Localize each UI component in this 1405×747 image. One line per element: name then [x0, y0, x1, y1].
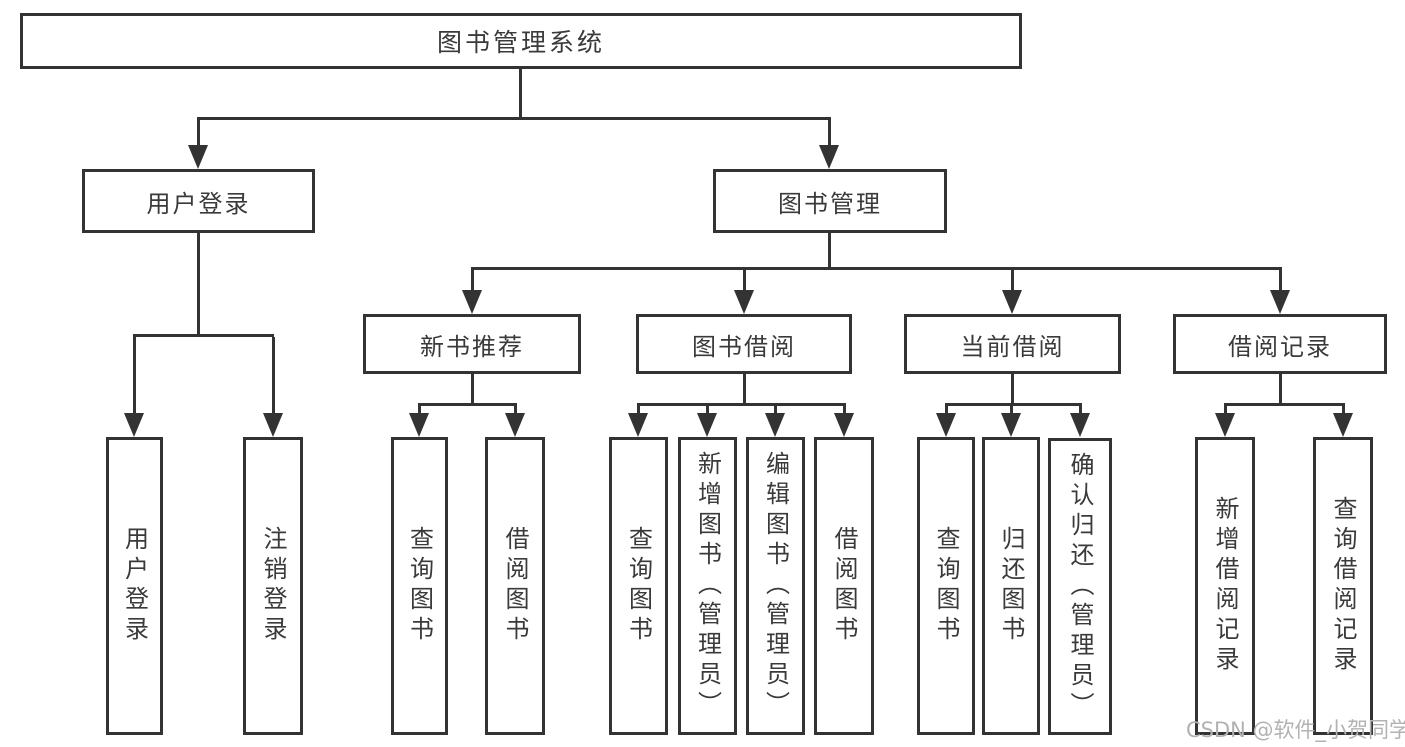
connector-book-management-drop [828, 120, 831, 148]
arrow-down-icon [834, 413, 854, 437]
node-library-system: 图书管理系统 [20, 13, 1022, 69]
node-book-borrowing-label: 图书借阅 [692, 332, 796, 361]
leaf-query-books-current-label: 查询图书 [932, 526, 960, 646]
node-current-borrowing: 当前借阅 [904, 314, 1121, 374]
connector-book-management-stem [828, 233, 831, 270]
leaf-query-books-recommend-label: 查询图书 [405, 526, 434, 646]
leaf-query-books-current: 查询图书 [917, 437, 975, 735]
connector-leaf-drop [637, 406, 640, 415]
connector-user-login-stem [197, 233, 200, 337]
arrow-down-icon [124, 413, 144, 437]
node-book-management-label: 图书管理 [778, 189, 882, 218]
connector-leaf-drop [1279, 270, 1282, 292]
connector-level3-rail [471, 267, 1282, 270]
arrow-down-icon [1333, 413, 1353, 437]
leaf-query-books-recommend: 查询图书 [391, 437, 448, 735]
arrow-down-icon [819, 145, 839, 169]
leaf-edit-book-admin: 编辑图书（管理员） [746, 437, 805, 735]
arrow-down-icon [936, 413, 956, 437]
connector-leaf-drop [1011, 270, 1014, 292]
arrow-down-icon [697, 413, 717, 437]
connector-leaf-drop [1224, 406, 1227, 415]
leaf-add-borrow-record-label: 新增借阅记录 [1211, 496, 1239, 676]
arrow-down-icon [1070, 413, 1090, 437]
arrow-down-icon [734, 290, 754, 314]
node-library-system-label: 图书管理系统 [436, 28, 605, 57]
leaf-logout-label: 注销登录 [259, 526, 287, 646]
node-new-book-recommend: 新书推荐 [363, 314, 581, 374]
connector-leaf-drop [774, 406, 777, 415]
connector-leaf-drop [471, 270, 474, 292]
connector-root-stem [519, 68, 522, 120]
connector-leaf-drop [1010, 406, 1013, 415]
leaf-borrow-books-borrowing-label: 借阅图书 [830, 526, 858, 646]
connector-level2-rail [197, 117, 831, 120]
node-user-login: 用户登录 [82, 169, 315, 233]
connector-book-borrowing-stem [743, 374, 746, 406]
connector-leaf-drop [945, 406, 948, 415]
leaf-logout: 注销登录 [243, 437, 303, 735]
connector-leaf-drop [514, 406, 517, 415]
leaf-query-books-borrowing-label: 查询图书 [624, 526, 653, 646]
connector-borrowing-records-rail [1224, 403, 1345, 406]
leaf-borrow-books-borrowing: 借阅图书 [814, 437, 874, 735]
connector-leaf-drop [418, 406, 421, 415]
arrow-down-icon [188, 145, 208, 169]
connector-leaf-drop [843, 406, 846, 415]
connector-leaf-drop [1342, 406, 1345, 415]
node-book-management: 图书管理 [713, 169, 947, 233]
connector-user-login-rail [133, 334, 274, 337]
arrow-down-icon [765, 413, 785, 437]
leaf-return-book: 归还图书 [982, 437, 1040, 735]
connector-book-borrowing-rail [637, 403, 846, 406]
arrow-down-icon [263, 413, 283, 437]
arrow-down-icon [1002, 290, 1022, 314]
csdn-watermark: CSDN @软件_小贺同学 [1186, 718, 1405, 742]
leaf-query-books-borrowing: 查询图书 [609, 437, 668, 735]
arrow-down-icon [628, 413, 648, 437]
arrow-down-icon [1001, 413, 1021, 437]
leaf-user-login-label: 用户登录 [120, 526, 149, 646]
arrow-down-icon [462, 290, 482, 314]
connector-new-book-recommend-stem [471, 374, 474, 406]
connector-new-book-recommend-rail [418, 403, 517, 406]
leaf-query-borrow-record-label: 查询借阅记录 [1329, 496, 1357, 676]
leaf-user-login: 用户登录 [106, 437, 163, 735]
node-book-borrowing: 图书借阅 [636, 314, 852, 374]
leaf-add-book-admin: 新增图书（管理员） [678, 437, 737, 735]
connector-user-login-drop [197, 120, 200, 148]
leaf-borrow-books-recommend-label: 借阅图书 [501, 526, 529, 646]
connector-leaf-drop [743, 270, 746, 292]
connector-current-borrowing-stem [1011, 374, 1014, 406]
connector-leaf-drop [706, 406, 709, 415]
leaf-add-book-admin-label: 新增图书（管理员） [693, 451, 722, 721]
leaf-query-borrow-record: 查询借阅记录 [1313, 437, 1373, 735]
arrow-down-icon [409, 413, 429, 437]
node-new-book-recommend-label: 新书推荐 [420, 332, 524, 361]
connector-leaf-drop [1079, 406, 1082, 415]
node-borrowing-records: 借阅记录 [1173, 314, 1387, 374]
leaf-return-book-label: 归还图书 [997, 526, 1025, 646]
node-user-login-label: 用户登录 [146, 189, 251, 218]
leaf-confirm-return-admin: 确认归还（管理员） [1048, 438, 1112, 735]
leaf-borrow-books-recommend: 借阅图书 [485, 437, 545, 735]
node-current-borrowing-label: 当前借阅 [960, 332, 1065, 361]
arrow-down-icon [1270, 290, 1290, 314]
connector-current-borrowing-rail [945, 403, 1082, 406]
leaf-add-borrow-record: 新增借阅记录 [1195, 437, 1255, 735]
leaf-edit-book-admin-label: 编辑图书（管理员） [761, 451, 790, 721]
arrow-down-icon [505, 413, 525, 437]
arrow-down-icon [1215, 413, 1235, 437]
connector-leaf-drop [133, 337, 136, 415]
connector-borrowing-records-stem [1279, 374, 1282, 406]
leaf-confirm-return-admin-label: 确认归还（管理员） [1066, 451, 1094, 722]
connector-leaf-drop [272, 337, 275, 415]
node-borrowing-records-label: 借阅记录 [1228, 332, 1332, 361]
